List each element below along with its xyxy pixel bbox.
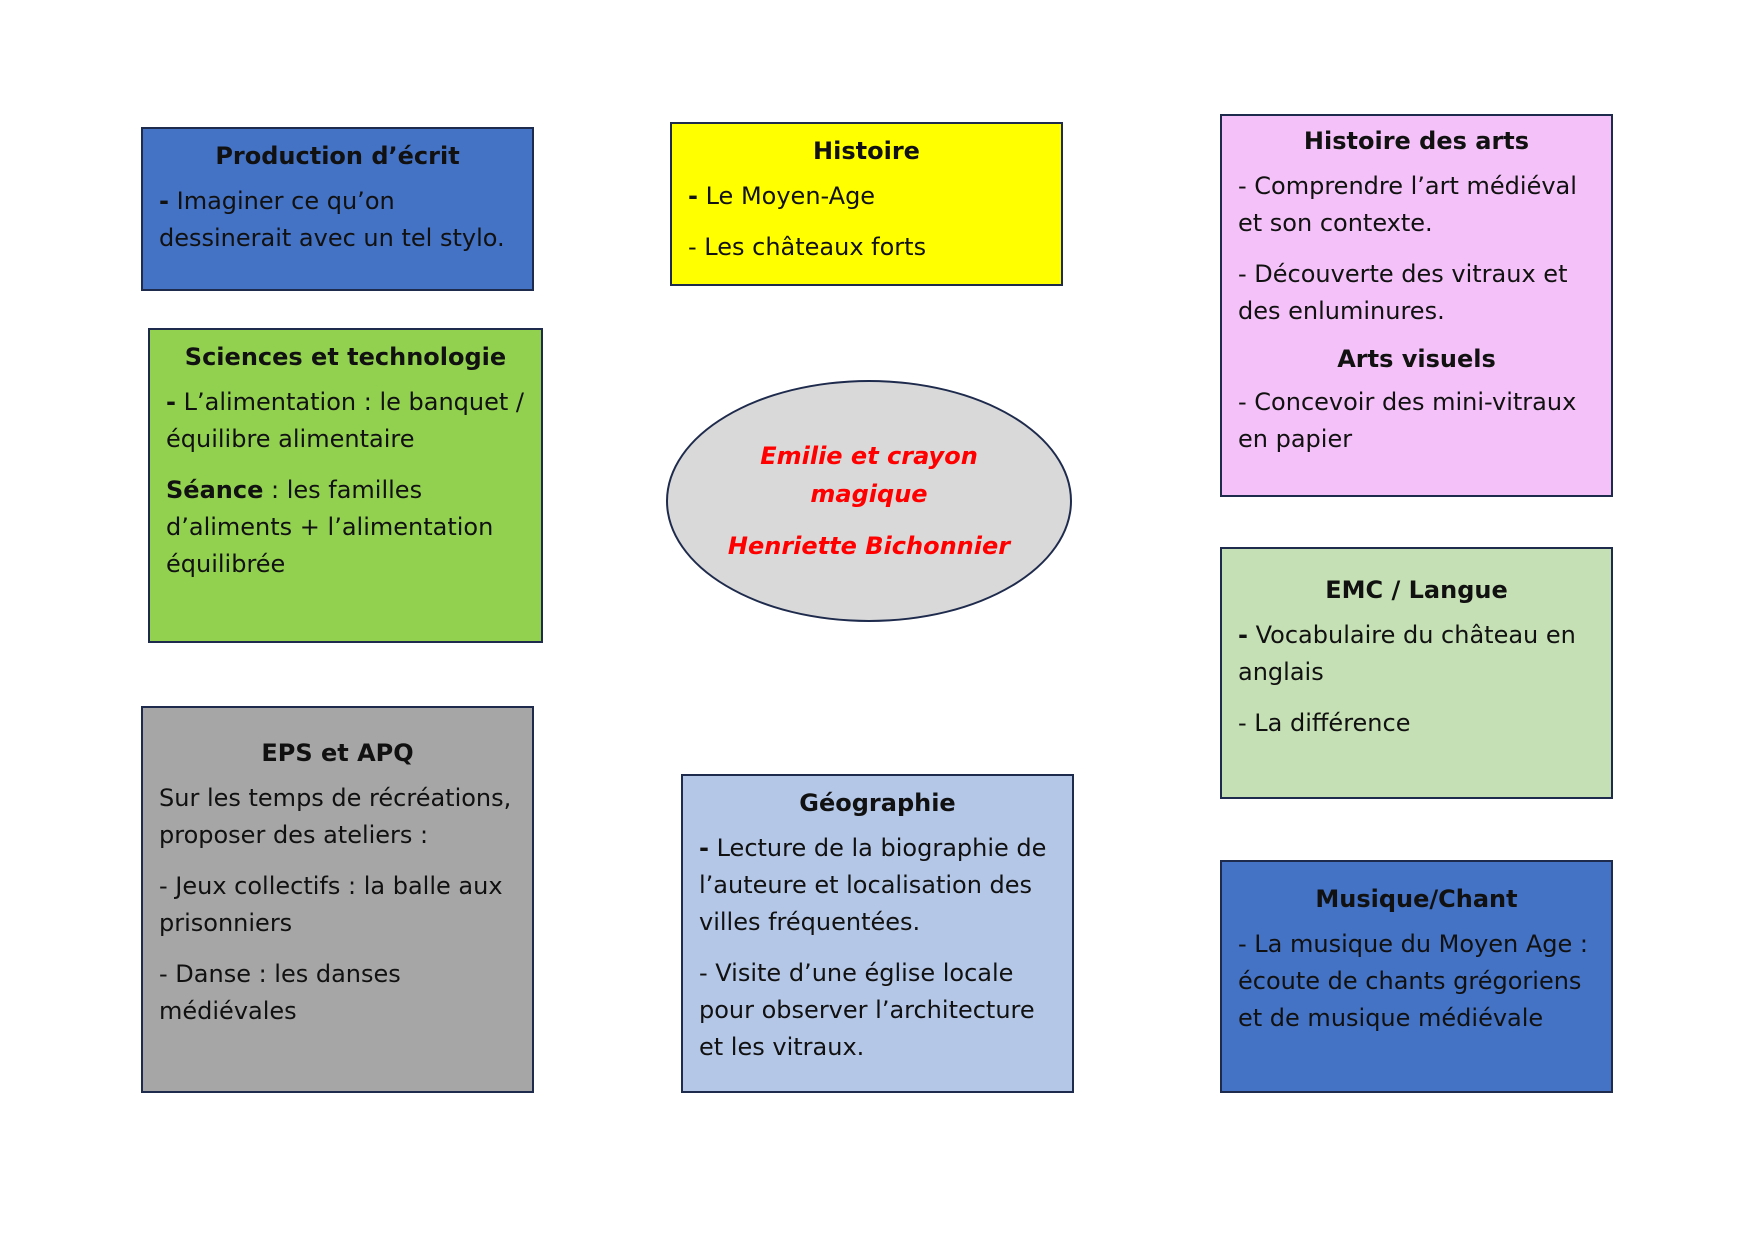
list-item: - Le Moyen-Age <box>688 178 1045 215</box>
box-histoire: Histoire - Le Moyen-Age - Les châteaux f… <box>670 122 1063 286</box>
box-musique-chant: Musique/Chant - La musique du Moyen Age … <box>1220 860 1613 1093</box>
item-text: Imaginer ce qu’on dessinerait avec un te… <box>159 187 505 252</box>
center-book-ellipse: Emilie et crayon magique Henriette Bicho… <box>666 380 1072 622</box>
item-text: Lecture de la biographie de l’auteure et… <box>699 834 1047 936</box>
list-item: - Imaginer ce qu’on dessinerait avec un … <box>159 183 516 257</box>
box-title: Histoire des arts <box>1303 127 1530 155</box>
item-text: Le Moyen-Age <box>705 182 876 210</box>
box-eps-apq: EPS et APQ Sur les temps de récréations,… <box>141 706 534 1093</box>
list-item: - Les châteaux forts <box>688 233 927 261</box>
box-production-ecrit: Production d’écrit - Imaginer ce qu’on d… <box>141 127 534 291</box>
box-title: EPS et APQ <box>261 739 414 767</box>
list-item: - Visite d’une église locale pour observ… <box>699 959 1035 1061</box>
list-item: - L’alimentation : le banquet / équilibr… <box>166 384 525 458</box>
list-item: - Lecture de la biographie de l’auteure … <box>699 830 1056 941</box>
list-item: - Comprendre l’art médiéval et son conte… <box>1238 172 1577 237</box>
list-item: - Jeux collectifs : la balle aux prisonn… <box>159 872 503 937</box>
list-item: - Danse : les danses médiévales <box>159 960 401 1025</box>
box-title: Géographie <box>799 789 956 817</box>
list-item: - La musique du Moyen Age : écoute de ch… <box>1238 930 1589 1032</box>
box-subtitle: Arts visuels <box>1337 345 1496 373</box>
box-title: Histoire <box>813 137 920 165</box>
intro-text: Sur les temps de récréations, proposer d… <box>159 784 512 849</box>
dash: - <box>159 187 169 215</box>
box-emc-langue: EMC / Langue - Vocabulaire du château en… <box>1220 547 1613 799</box>
dash: - <box>699 834 709 862</box>
dash: - <box>688 182 698 210</box>
box-histoire-des-arts: Histoire des arts - Comprendre l’art méd… <box>1220 114 1613 497</box>
box-title: Musique/Chant <box>1315 885 1518 913</box>
box-geographie: Géographie - Lecture de la biographie de… <box>681 774 1074 1093</box>
dash: - <box>1238 621 1248 649</box>
list-item: - Vocabulaire du château en anglais <box>1238 617 1595 691</box>
book-author: Henriette Bichonnier <box>727 532 1011 560</box>
list-item: - La différence <box>1238 709 1411 737</box>
box-title: Production d’écrit <box>215 142 460 170</box>
box-title: EMC / Langue <box>1325 576 1508 604</box>
box-sciences-technologie: Sciences et technologie - L’alimentation… <box>148 328 543 643</box>
dash: - <box>166 388 176 416</box>
item-text: Vocabulaire du château en anglais <box>1238 621 1576 686</box>
box-title: Sciences et technologie <box>184 343 507 371</box>
item-text: : les familles d’aliments + l’alimentati… <box>166 476 494 578</box>
list-item: - Découverte des vitraux et des enluminu… <box>1238 260 1568 325</box>
book-title: Emilie et crayon magique <box>760 442 978 508</box>
list-item: - Concevoir des mini-vitraux en papier <box>1238 388 1577 453</box>
list-item: Séance : les familles d’aliments + l’ali… <box>166 472 525 583</box>
item-text: L’alimentation : le banquet / équilibre … <box>166 388 524 453</box>
seance-label: Séance <box>166 476 264 504</box>
